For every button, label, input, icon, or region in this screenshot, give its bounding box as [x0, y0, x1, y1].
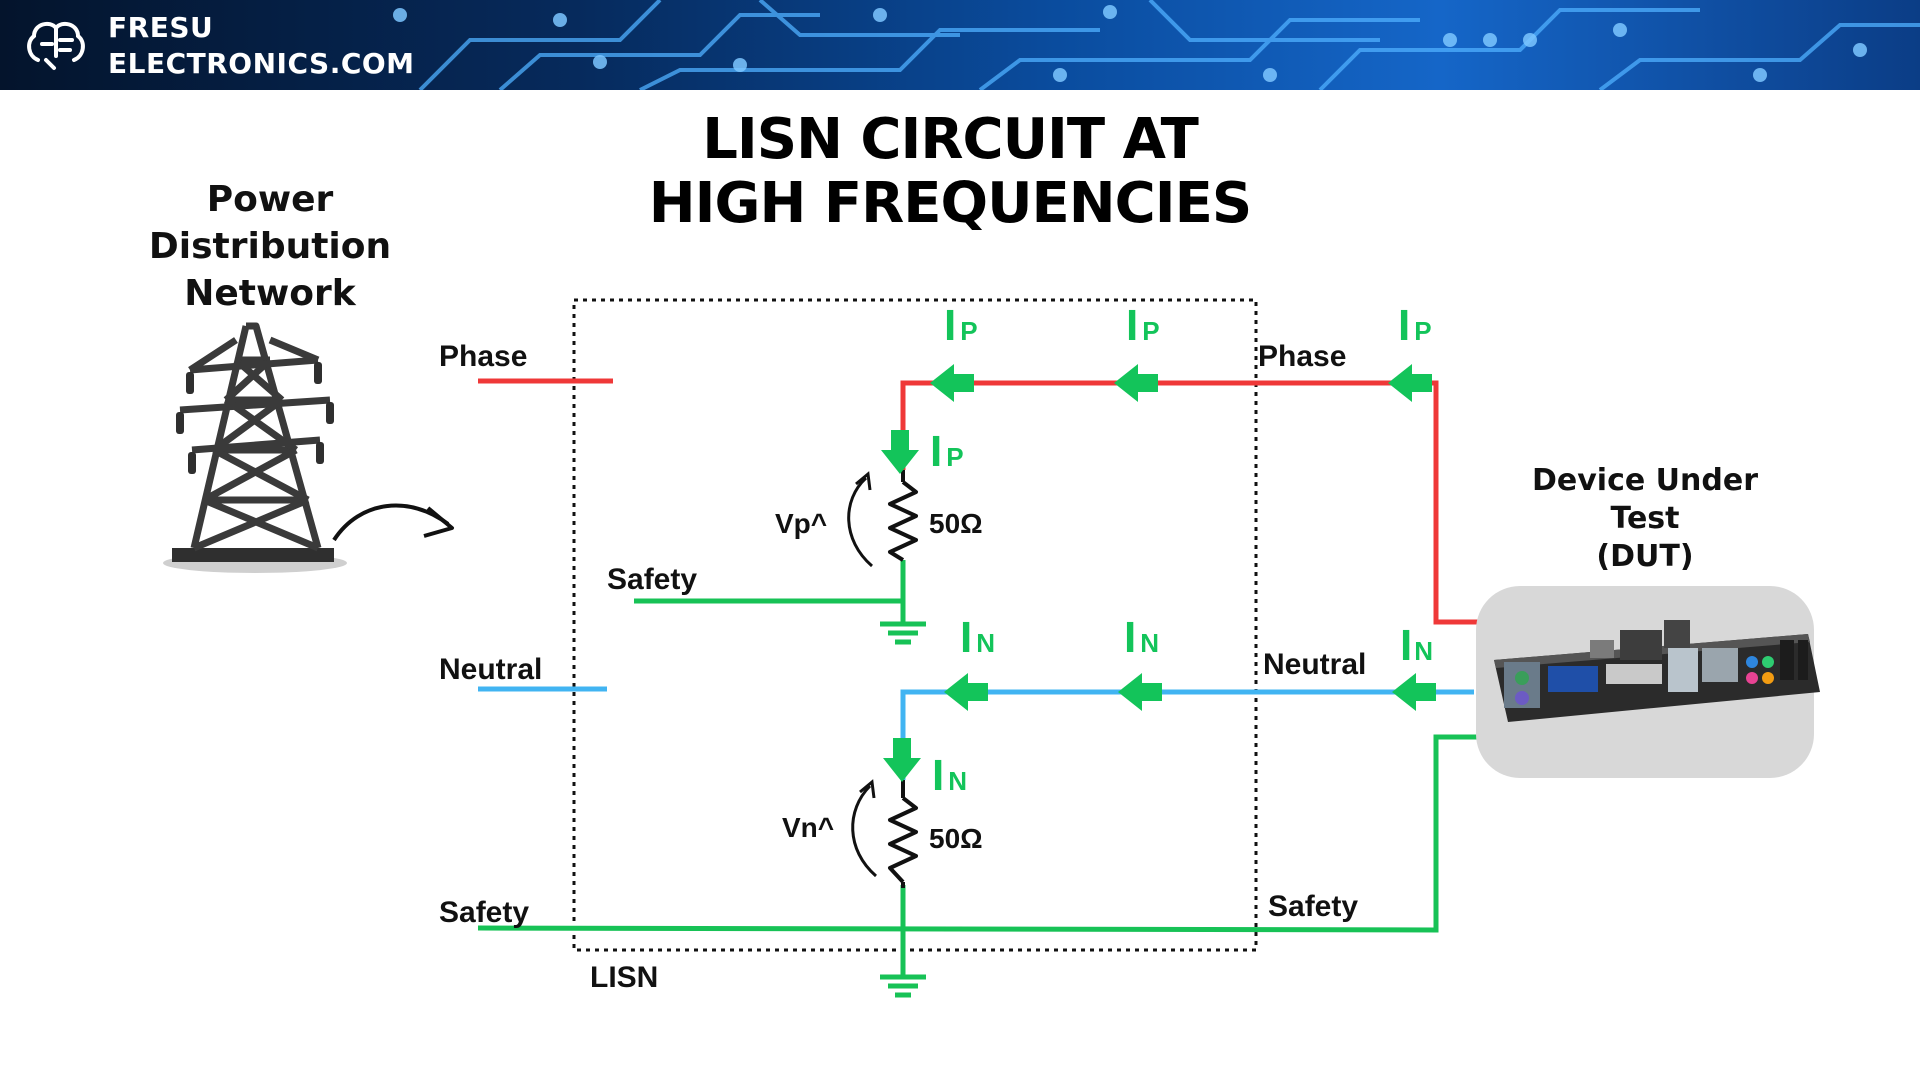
- current-arrow-neutral-2-icon: [1118, 673, 1162, 711]
- current-sub: N: [948, 766, 967, 796]
- lisn-label: LISN: [590, 961, 658, 994]
- left-neutral-label: Neutral: [439, 653, 542, 686]
- motherboard-icon: [1494, 620, 1820, 722]
- resistor-neutral-icon: [888, 780, 918, 888]
- curved-arrow-head-icon: [423, 506, 454, 538]
- voltage-arrowhead-phase-icon: [855, 471, 872, 491]
- current-sub: P: [960, 316, 977, 346]
- resistor-neutral-label: 50Ω: [929, 823, 983, 854]
- neutral-line: [900, 689, 1474, 780]
- inner-safety-label: Safety: [607, 563, 697, 596]
- resistor-phase-label: 50Ω: [929, 508, 983, 539]
- current-arrow-neutral-1-icon: [944, 673, 988, 711]
- outer-safety-line: [477, 734, 1478, 933]
- dut-line2: Test: [1610, 501, 1680, 536]
- source-line2: Distribution: [148, 226, 392, 267]
- current-arrow-phase-2-icon: [1114, 364, 1158, 402]
- phase-line: [900, 380, 1478, 625]
- dut-line1: Device Under: [1532, 463, 1758, 498]
- source-line1: Power: [206, 179, 334, 220]
- title-line1: LISN CIRCUIT AT: [702, 107, 1199, 172]
- pcb-traces-decoration: [393, 0, 1920, 90]
- resistor-phase-icon: [888, 470, 918, 562]
- dut-line3: (DUT): [1596, 539, 1694, 574]
- current-sub: N: [1414, 636, 1433, 666]
- current-label-neutral: IN: [1400, 621, 1433, 670]
- current-sub: P: [946, 442, 963, 472]
- left-safety-label: Safety: [439, 896, 529, 929]
- current-main: I: [1126, 301, 1138, 350]
- device-under-test-label: Device Under Test (DUT): [1510, 462, 1780, 576]
- current-main: I: [1124, 613, 1136, 662]
- current-arrow-phase-1-icon: [930, 364, 974, 402]
- right-safety-label: Safety: [1268, 890, 1358, 923]
- current-arrow-neutral-3-icon: [1392, 673, 1436, 711]
- right-phase-label: Phase: [1258, 340, 1346, 373]
- header-banner: FRESU ELECTRONICS.COM: [0, 0, 1920, 90]
- current-sub: N: [1140, 628, 1159, 658]
- brand-line2: ELECTRONICS.COM: [108, 47, 415, 80]
- current-sub: P: [1414, 316, 1431, 346]
- voltage-arrow-neutral-icon: [851, 784, 877, 878]
- brand-line1: FRESU: [108, 11, 214, 44]
- power-distribution-network-label: Power Distribution Network: [120, 176, 420, 317]
- voltage-neutral-label: Vn^: [782, 812, 834, 843]
- current-arrow-phase-down-icon: [881, 430, 919, 474]
- current-arrow-neutral-down-icon: [883, 738, 921, 782]
- ground-symbol-icon: [880, 621, 926, 645]
- right-neutral-label: Neutral: [1263, 648, 1366, 681]
- current-arrow-phase-3-icon: [1388, 364, 1432, 402]
- voltage-phase-label: Vp^: [775, 508, 827, 539]
- current-main: I: [932, 751, 944, 800]
- transmission-tower-icon: [163, 322, 347, 573]
- current-main: I: [930, 427, 942, 476]
- brain-logo-icon: [27, 21, 85, 70]
- voltage-arrow-phase-icon: [847, 476, 873, 568]
- current-main: I: [1400, 621, 1412, 670]
- voltage-arrowhead-neutral-icon: [859, 779, 876, 799]
- current-main: I: [1398, 301, 1410, 350]
- current-sub: P: [1142, 316, 1159, 346]
- current-main: I: [960, 613, 972, 662]
- page-title: LISN CIRCUIT AT HIGH FREQUENCIES: [560, 108, 1340, 236]
- ground-symbol-icon: [880, 974, 926, 998]
- current-sub: N: [976, 628, 995, 658]
- brand-name: FRESU ELECTRONICS.COM: [108, 10, 415, 82]
- title-line2: HIGH FREQUENCIES: [648, 171, 1252, 236]
- left-phase-label: Phase: [439, 340, 527, 373]
- current-main: I: [944, 301, 956, 350]
- source-line3: Network: [184, 273, 356, 314]
